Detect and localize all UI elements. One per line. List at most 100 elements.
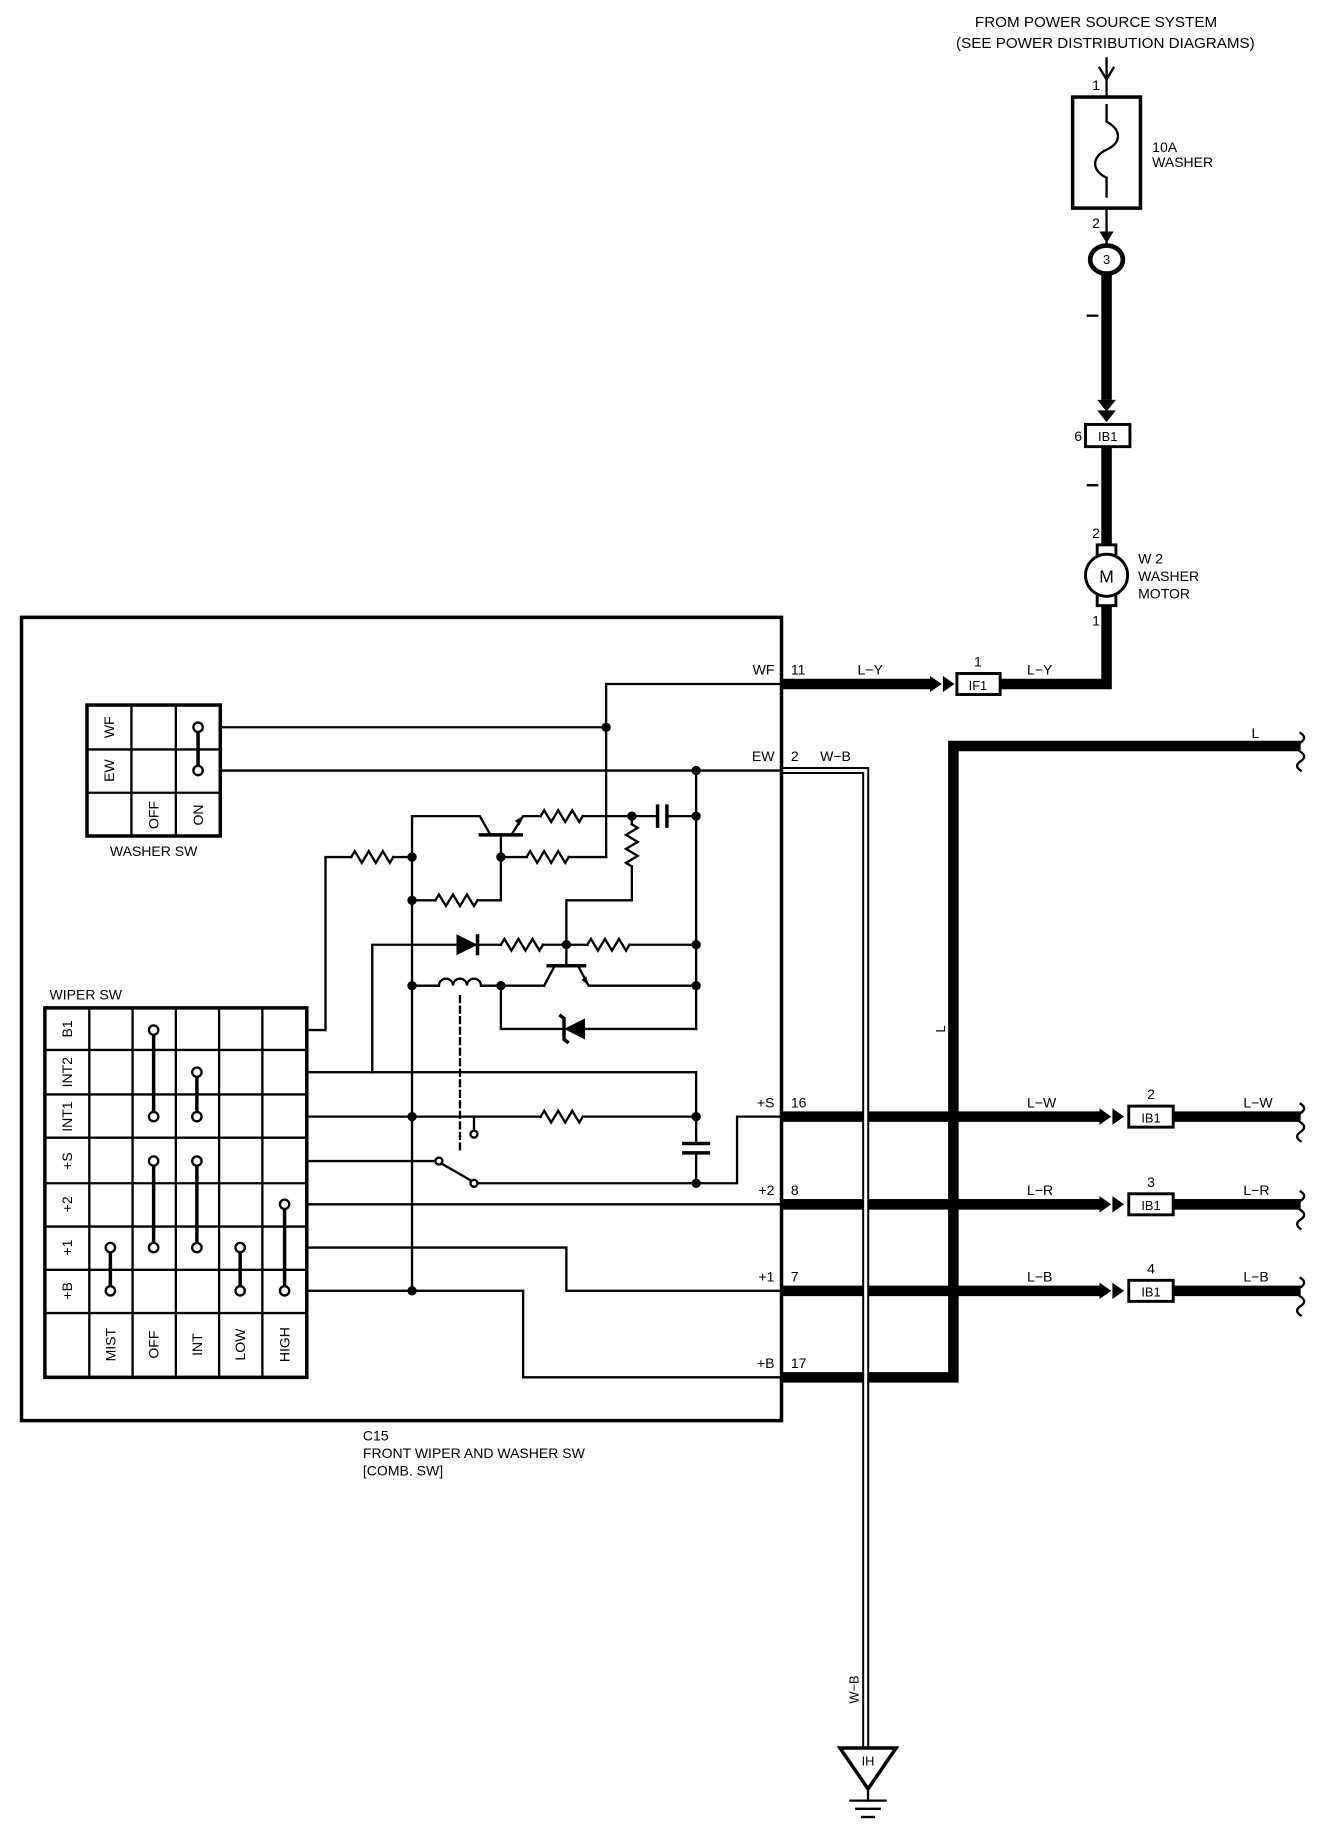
wire-q2-emitter: [576, 964, 698, 987]
junction-dot: [407, 1111, 417, 1122]
contact-point: [147, 1024, 160, 1036]
wire-plus-1-internal: [305, 1246, 783, 1292]
connector-arrow-icon: [1112, 1282, 1125, 1300]
ew-wire-color-vertical: W−B: [847, 1675, 862, 1703]
transistor-arrow-icon: [581, 976, 589, 986]
relay-contact-point: [469, 1129, 479, 1139]
ground-point-triangle: [836, 1746, 900, 1793]
washer-col-off: OFF: [146, 801, 162, 829]
wire-plus-b-internal: [305, 1289, 783, 1379]
junction-dot: [601, 722, 611, 732]
washer-contact-point: [192, 764, 204, 777]
plus-2-connector: IB1: [1141, 1198, 1160, 1213]
washer-contact-point: [192, 721, 204, 734]
plus-2-wire-color-left: L−R: [1027, 1182, 1053, 1198]
contact-point: [147, 1241, 160, 1254]
component-note: [COMB. SW]: [363, 1463, 443, 1479]
wiper-col-low: LOW: [232, 1328, 248, 1361]
resistor-icon: [539, 808, 585, 825]
junction-dot: [691, 940, 701, 950]
if1-pin: 1: [974, 653, 982, 669]
thick-wire-motor-to-if1: [1000, 605, 1112, 690]
washer-col-on: ON: [190, 804, 206, 825]
connector-arrow-icon: [1099, 1196, 1112, 1213]
ib1-washer-pin: 6: [1074, 428, 1082, 444]
resistor-icon: [585, 936, 632, 953]
power-feed-arrow-icon: [1097, 66, 1116, 82]
plus-1-connector: IB1: [1141, 1285, 1160, 1300]
wf-wire-color-right: L−Y: [1027, 662, 1053, 678]
fuse-name: WASHER: [1152, 154, 1213, 170]
fuse-rating: 10A: [1152, 139, 1178, 155]
washer-motor: 2 M W 2 WASHER MOTOR 1: [1084, 525, 1199, 629]
plus-2-connector-pin: 3: [1147, 1174, 1155, 1190]
plus-1-connector-pin: 4: [1147, 1260, 1155, 1276]
wiper-row-plus-2: +2: [59, 1196, 75, 1212]
junction-dot: [691, 980, 701, 991]
wiper-col-int: INT: [189, 1333, 205, 1356]
resistor-icon: [525, 848, 571, 866]
ground-icon: [849, 1787, 887, 1819]
wire-q1-collector: [410, 814, 492, 837]
junction-dot: [496, 980, 506, 991]
capacitor-icon: [655, 804, 669, 828]
if1-label: IF1: [969, 678, 988, 693]
washer-switch-grid-lines: [86, 705, 221, 836]
contact-point: [147, 1110, 160, 1123]
relay-coil-icon: [437, 977, 483, 987]
junction-dot: [627, 811, 637, 821]
wiper-row-int1: INT1: [59, 1101, 75, 1132]
wf-circuit: IF1 1 L−Y L−Y WF 11: [753, 605, 1112, 696]
wire-plus-s-terminal: [476, 1115, 783, 1185]
zener-diode-icon: [564, 1018, 586, 1040]
wire-break-icon: [1295, 1189, 1306, 1231]
wiper-col-mist: MIST: [102, 1327, 118, 1361]
ew-ground-circuit: EW 2 W−B W−B IH: [752, 748, 900, 1819]
ib1-connector: [1127, 1278, 1175, 1303]
fuse-element-icon: [1094, 104, 1120, 198]
wiper-switch: WIPER SW B1 INT2 INT1 +S +2 +1 +B MIST O…: [43, 987, 309, 1380]
ew-wire-color: W−B: [820, 748, 851, 764]
connector-arrow-icon: [1099, 1108, 1112, 1125]
wf-pin: 11: [791, 662, 806, 678]
wf-terminal: WF: [753, 662, 775, 678]
plus-s-wire-color-left: L−W: [1027, 1094, 1057, 1110]
junction-dot: [691, 811, 701, 821]
power-source-header: FROM POWER SOURCE SYSTEM (SEE POWER DIST…: [956, 14, 1255, 52]
w-b-wire-fill: [781, 769, 868, 1750]
fuse-pin-out: 2: [1092, 215, 1100, 231]
washer-fuse: 1 10A WASHER 2: [1070, 57, 1213, 247]
junction-dot: [407, 980, 417, 991]
junction-dot: [691, 765, 701, 776]
contact-point: [191, 1066, 203, 1079]
resistor-icon: [499, 936, 545, 953]
if1-connector: [955, 672, 1002, 696]
contact-point: [234, 1241, 247, 1254]
wiper-row-b1: B1: [59, 1020, 75, 1037]
l-bus-vertical-label: L: [933, 1025, 948, 1032]
plus-2-terminal: +2: [759, 1182, 775, 1198]
plus-s-pin: 16: [791, 1094, 807, 1110]
junction-dot: [407, 1286, 417, 1296]
junction-connector: 3: [1087, 243, 1126, 276]
fuse-output-arrow-icon: [1099, 231, 1114, 244]
plus-s-connector-pin: 2: [1147, 1086, 1155, 1102]
contact-point: [104, 1241, 117, 1254]
motor-pin-top: 2: [1092, 525, 1100, 541]
internal-circuit: [219, 682, 783, 1379]
junction-dot: [407, 895, 417, 905]
ib1-connector: [1127, 1104, 1175, 1129]
connector-arrow-icon: [1112, 1196, 1125, 1213]
plus-1-pin: 7: [791, 1268, 799, 1284]
plus-2-pin: 8: [791, 1182, 799, 1198]
header-line-2: (SEE POWER DISTRIBUTION DIAGRAMS): [956, 35, 1255, 52]
plus-s-wire-color-right: L−W: [1243, 1094, 1273, 1110]
wiper-switch-contacts: [104, 1024, 291, 1297]
washer-switch: WF EW OFF ON WASHER SW: [85, 703, 223, 859]
transistor-arrow-icon: [514, 816, 524, 826]
w-b-wire-outline: [781, 767, 870, 1750]
junction-dot: [407, 852, 417, 862]
output-plus-2: +2 8 L−R 3 IB1 L−R: [759, 1174, 1306, 1231]
wiper-col-high: HIGH: [277, 1327, 293, 1362]
washer-row-ew: EW: [101, 758, 117, 781]
